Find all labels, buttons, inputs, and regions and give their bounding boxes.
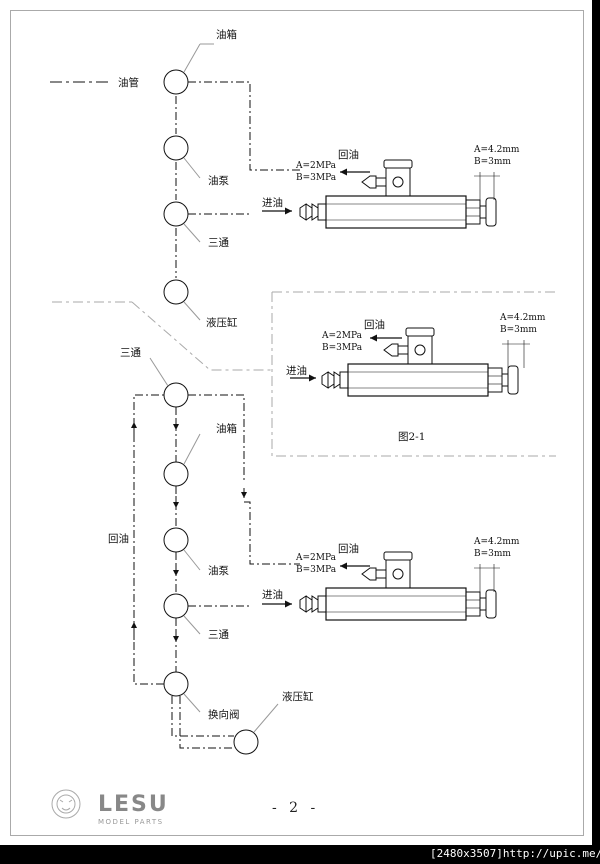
page-number: - 2 - [272, 800, 320, 816]
label-inlet-top: 进油 [262, 196, 283, 209]
valve-a-pressure-bottom: A=2MPa [295, 553, 337, 563]
label-tee-upper: 三通 [120, 347, 141, 359]
valve-a-pressure-top: A=2MPa [295, 161, 337, 171]
node-tee-upper [163, 382, 189, 408]
node-reversing-valve [163, 671, 189, 697]
brand-logo: LESU [98, 792, 169, 817]
valve-a-dim-callout: A=4.2mm [499, 313, 546, 323]
valve-b-dim-callout: B=3mm [500, 325, 537, 335]
label-return-bottom: 回油 [338, 542, 359, 555]
label-cylinder-top: 液压缸 [206, 316, 238, 329]
manual-page: 油管 油箱 油泵 三通 液压缸 回油 进油 A=2MPa B=3MPa A=4.… [0, 0, 592, 845]
label-pump-top: 油泵 [208, 174, 229, 187]
label-oil-tank-bottom: 油箱 [216, 422, 237, 435]
node-oil-tank-top [163, 69, 189, 95]
valve-b-pressure-bottom: B=3MPa [296, 565, 337, 575]
label-reversing-valve: 换向阀 [208, 708, 240, 721]
valve-b-pressure-callout: B=3MPa [322, 343, 363, 353]
valve-b-pressure-top: B=3MPa [296, 173, 337, 183]
footer-url: [2480x3507]http://upic.me/ [430, 847, 600, 860]
label-tee-bottom: 三通 [208, 629, 229, 641]
valve-b-dim-top: B=3mm [474, 157, 511, 167]
node-cylinder-top [163, 279, 189, 305]
valve-a-dim-bottom: A=4.2mm [473, 537, 520, 547]
label-inlet-bottom: 进油 [262, 588, 283, 601]
label-oil-tank-top: 油箱 [216, 28, 237, 41]
node-tee-bottom [163, 593, 189, 619]
hydraulic-diagram: 油管 油箱 油泵 三通 液压缸 回油 进油 A=2MPa B=3MPa A=4.… [50, 28, 556, 819]
label-return-top: 回油 [338, 148, 359, 161]
label-tee-top: 三通 [208, 237, 229, 249]
valve-b-dim-bottom: B=3mm [474, 549, 511, 559]
label-return-callout: 回油 [364, 318, 385, 331]
label-return-loop: 回油 [108, 532, 129, 545]
node-cylinder-bottom [233, 729, 259, 755]
label-cylinder-bottom: 液压缸 [282, 690, 314, 703]
lion-logo-icon [51, 789, 81, 819]
brand-subtitle: MODEL PARTS [98, 818, 164, 826]
node-pump-top [163, 135, 189, 161]
page-border [10, 10, 584, 836]
valve-a-dim-top: A=4.2mm [473, 145, 520, 155]
node-pump-bottom [163, 527, 189, 553]
valve-a-pressure-callout: A=2MPa [321, 331, 363, 341]
label-inlet-callout: 进油 [286, 364, 307, 377]
figure-caption: 图2-1 [398, 431, 425, 443]
label-pump-bottom: 油泵 [208, 564, 229, 577]
label-oil-pipe: 油管 [118, 76, 139, 89]
node-oil-tank-bottom [163, 461, 189, 487]
node-tee-top [163, 201, 189, 227]
